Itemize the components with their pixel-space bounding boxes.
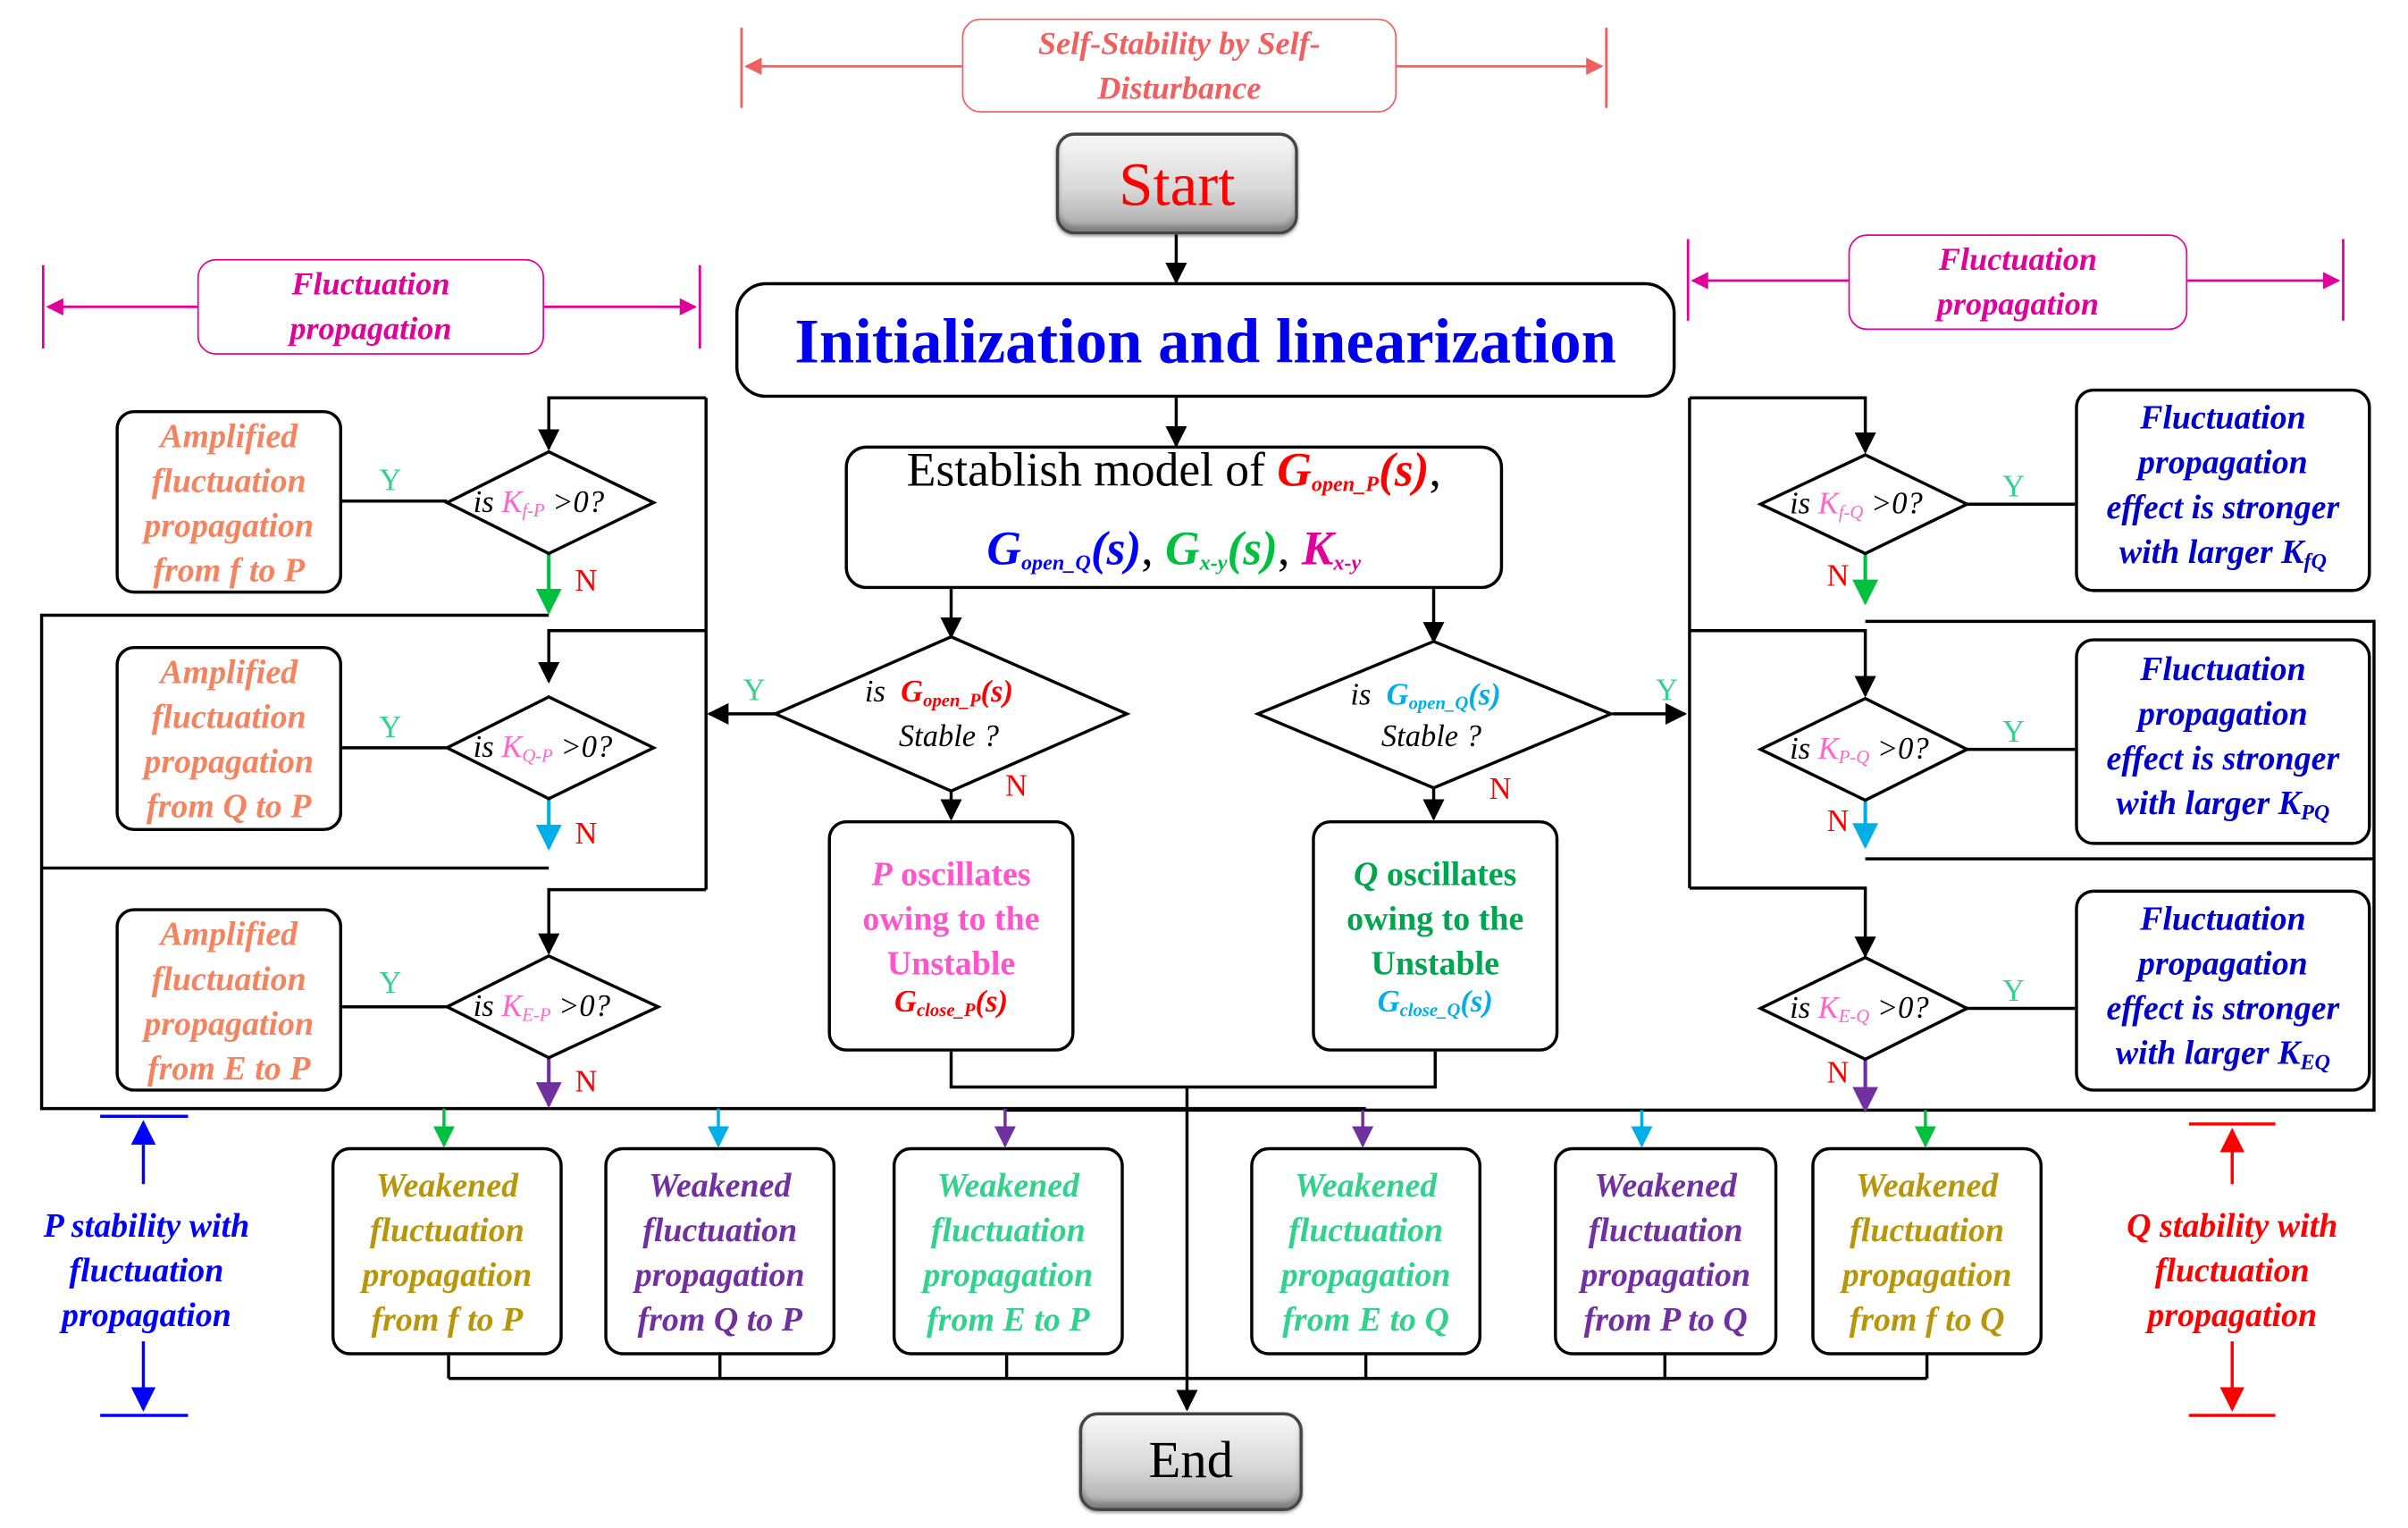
right-decision-2-text: is KP-Q >0? [1790, 732, 1929, 768]
p-oscillates-box: P oscillates owing to the Unstable Gclos… [827, 819, 1075, 1052]
yes-label: Y [379, 710, 402, 745]
decision-p-line2: Stable ? [898, 719, 999, 754]
yes-label: Y [743, 674, 766, 709]
left-diamond-3 [443, 953, 662, 1060]
decision-q-line1: is Gopen_Q(s) [1350, 678, 1501, 714]
yes-label: Y [2002, 715, 2026, 750]
fluctuation-label-left: Fluctuation propagation [197, 258, 545, 355]
yes-label: Y [2002, 974, 2026, 1009]
no-label: N [1826, 559, 1850, 594]
yes-label: Y [379, 966, 402, 1001]
decision-p-line1: is Gopen_P(s) [864, 675, 1013, 711]
right-decision-3-text: is KE-Q >0? [1790, 991, 1929, 1028]
fluctuation-label-right: Fluctuation propagation [1848, 234, 2188, 331]
right-diamond-3 [1757, 955, 1971, 1062]
init-box: Initialization and linearization [734, 281, 1676, 399]
right-diamond-1 [1757, 453, 1971, 556]
decision-diamond-q [1254, 639, 1615, 790]
left-diamond-2 [443, 695, 658, 801]
no-label: N [1489, 772, 1512, 807]
decision-diamond-p [771, 634, 1131, 793]
yes-label: Y [2002, 470, 2026, 505]
left-decision-3-text: is KE-P >0? [473, 989, 610, 1026]
end-terminal: End [1078, 1412, 1303, 1511]
yes-label: Y [379, 464, 402, 499]
start-terminal: Start [1055, 132, 1298, 235]
no-label: N [575, 1065, 598, 1100]
left-diamond-1 [443, 449, 658, 556]
model-box: Establish model of Gopen_P(s), Gopen_Q(s… [844, 442, 1504, 590]
left-decision-1-text: is Kf-P >0? [473, 485, 605, 522]
q-oscillates-box: Q oscillates owing to the Unstable Gclos… [1312, 819, 1559, 1052]
no-label: N [575, 817, 598, 852]
no-label: N [575, 564, 598, 599]
no-label: N [1004, 769, 1028, 803]
left-decision-2-text: is KQ-P >0? [473, 730, 613, 767]
right-diamond-2 [1757, 696, 1971, 802]
yes-label: Y [1655, 674, 1678, 709]
self-stability-label: Self-Stability by Self-Disturbance [961, 18, 1397, 113]
no-label: N [1826, 804, 1850, 839]
decision-q-line2: Stable ? [1380, 719, 1482, 754]
right-decision-1-text: is Kf-Q >0? [1790, 487, 1923, 523]
no-label: N [1826, 1055, 1850, 1090]
